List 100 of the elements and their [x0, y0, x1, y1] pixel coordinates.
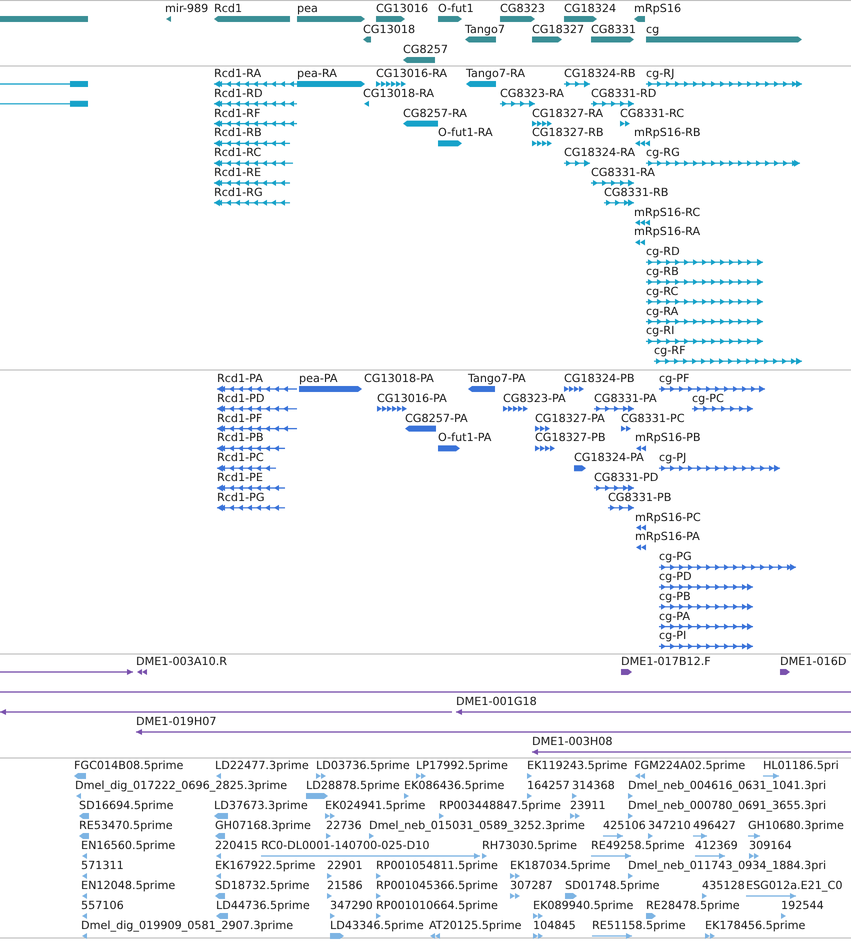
feature-label: CG8257-RA [403, 106, 467, 121]
feature-label: pea [297, 2, 318, 16]
feature-label: CG13018-PA [364, 372, 434, 386]
feature-label: Rcd1-RE [214, 166, 262, 180]
feature-label: Dmel_dig_019909_0581_2907.3prime [81, 919, 294, 933]
feature-label: CG8331-RA [591, 166, 655, 180]
feature-label: CG18324-PA [574, 451, 644, 466]
feature-label: DME1-001G18 [456, 695, 537, 709]
feature-label: LD44736.5prime [216, 899, 310, 913]
feature-label: CG13016 [376, 2, 428, 16]
feature-label: cg-RG [646, 146, 680, 160]
feature-label: 164257 [527, 779, 570, 793]
feature-label: SD16694.5prime [79, 799, 174, 813]
feature-label: 22736 [326, 819, 362, 833]
feature-label: SD01748.5prime [565, 879, 660, 893]
feature-label: 347210 [648, 819, 691, 833]
feature-label: DME1-003A10.R [136, 655, 228, 669]
feature-label: mRpS16-PB [635, 431, 701, 446]
feature-label: CG18327-PA [535, 412, 605, 426]
feature-label: CG18327 [532, 22, 584, 36]
feature-label: Rcd1-RG [214, 186, 263, 200]
feature-label: 557106 [81, 899, 124, 913]
feature-label: CG18324-RB [564, 67, 636, 81]
feature-label: DME1-017B12.F [621, 655, 711, 669]
feature-label: CG8257-PA [405, 412, 468, 426]
feature-label: CG8331-PA [594, 392, 657, 406]
feature-label: CG18324-PB [564, 372, 635, 386]
feature-label: CG8323-PA [503, 392, 566, 406]
feature-label: Rcd1 [214, 2, 242, 16]
feature-label: 104845 [533, 919, 576, 933]
feature-label: cg-PA [659, 610, 690, 624]
feature-label: pea-RA [297, 67, 337, 81]
feature-label: Dmel_dig_017222_0696_2825.3prime [75, 779, 288, 793]
feature-label: GH10680.3prime [748, 819, 844, 833]
feature-label: 21586 [327, 879, 363, 893]
feature-label: CG8331-RB [604, 186, 668, 200]
feature-label: CG18327-PB [535, 431, 606, 446]
feature-label: O-fut1 [438, 2, 474, 16]
feature-label: cg-PJ [659, 451, 686, 466]
feature-label: 425106 [603, 819, 646, 833]
feature-label: Dmel_neb_000780_0691_3655.3pri [628, 799, 826, 813]
feature-label: 307287 [510, 879, 553, 893]
feature-label: EK178456.5prime [705, 919, 806, 933]
feature-label: RP001054811.5prime [376, 859, 498, 873]
feature-label: CG18324-RA [564, 146, 636, 160]
feature-label: CG18327-RB [532, 126, 604, 140]
feature-label: CG18327-RA [532, 106, 604, 121]
feature-label: AT20125.5prime [429, 919, 522, 933]
feature-label: O-fut1-RA [438, 126, 493, 140]
feature-label: cg-PI [659, 629, 686, 644]
feature-label: CG13016-RA [376, 67, 448, 81]
feature-label: Rcd1-PG [217, 490, 265, 505]
feature-label: HL01186.5pri [763, 759, 839, 773]
feature-label: RE51158.5prime [592, 919, 686, 933]
feature-label: EK167922.5prime [215, 859, 316, 873]
feature-label: EK089940.5prime [533, 899, 634, 913]
feature-label: CG13018 [363, 22, 416, 36]
feature-label: Rcd1-PB [217, 431, 264, 446]
feature-label: Rcd1-RF [214, 106, 260, 121]
feature-label: mRpS16-RC [634, 206, 700, 220]
feature-label: mRpS16-RA [634, 225, 700, 240]
feature-label: SD18732.5prime [215, 879, 310, 893]
feature-label: 23911 [570, 799, 606, 813]
feature-label: CG13016-PA [377, 392, 447, 406]
feature-label: cg-PC [692, 392, 724, 406]
feature-label: EK024941.5prime [325, 799, 426, 813]
feature-label: cg-RJ [646, 67, 674, 81]
feature-label: EK119243.5prime [527, 759, 628, 773]
feature-label: Dmel_neb_011743_0934_1884.3pri [628, 859, 826, 873]
feature-label: CG13018-RA [363, 86, 434, 101]
feature-label: pea-PA [299, 372, 338, 386]
feature-label: cg-PB [659, 590, 691, 604]
feature-label: cg-PD [659, 570, 692, 584]
feature-label: Tango7-PA [468, 372, 526, 386]
feature-label: 435128 [702, 879, 745, 893]
feature-label: LD43346.5prime [330, 919, 424, 933]
feature-label: Rcd1-PF [217, 412, 262, 426]
feature-label: CG8331-PC [621, 412, 685, 426]
feature-label: CG18324 [564, 2, 616, 16]
feature-label: cg-RC [646, 284, 678, 299]
feature-label: cg-PG [659, 550, 692, 564]
feature-label: Tango7-RA [466, 67, 525, 81]
feature-label: RE49258.5prime [591, 839, 685, 853]
feature-label: cg-RB [646, 265, 679, 279]
feature-label: 22901 [327, 859, 363, 873]
feature-label: CG8323-RA [500, 86, 564, 101]
feature-label: 309164 [749, 839, 792, 853]
feature-label: Rcd1-PD [217, 392, 265, 406]
feature-label: 192544 [781, 899, 824, 913]
feature-label: EN16560.5prime [81, 839, 176, 853]
feature-label: CG8323 [500, 2, 545, 16]
feature-label: EK187034.5prime [510, 859, 610, 873]
feature-label: DME1-019H07 [136, 715, 216, 729]
feature-label: 220415 [215, 839, 258, 853]
feature-label: Rcd1-RC [214, 146, 262, 160]
feature-label: RP001010664.5prime [376, 899, 498, 913]
feature-label: DME1-016D [780, 655, 846, 669]
feature-label: LD37673.3prime [214, 799, 308, 813]
feature-label: 496427 [693, 819, 736, 833]
feature-label: EN12048.5prime [81, 879, 176, 893]
